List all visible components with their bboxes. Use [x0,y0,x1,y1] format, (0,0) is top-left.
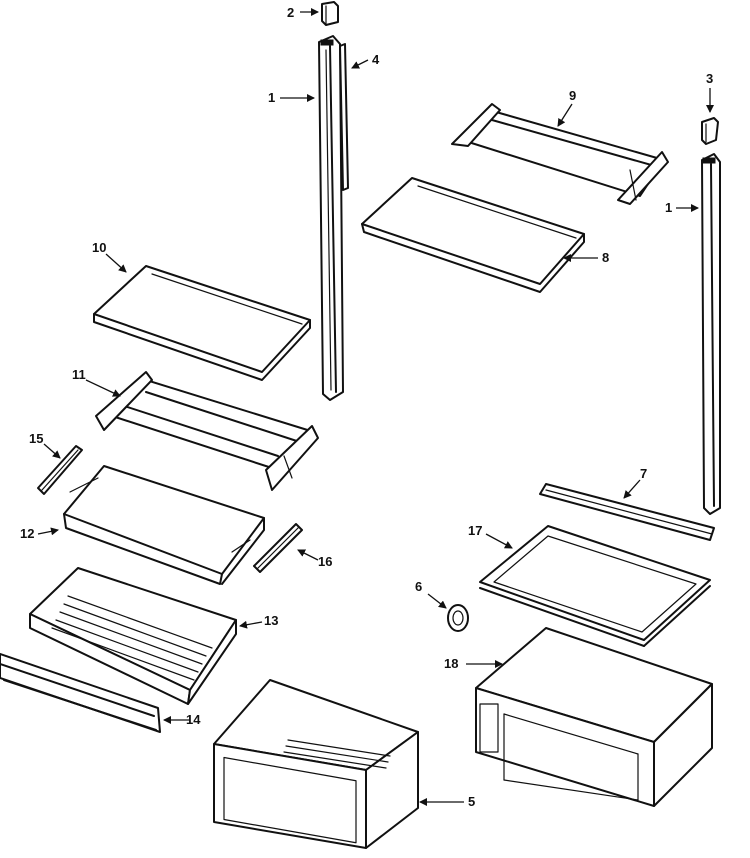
part-11-shelf-frame [86,372,318,490]
part-9-cantilever-shelf [452,104,668,204]
part-12-wire-shelf [38,466,264,584]
part-5-drawer [214,680,464,848]
callout-2: 2 [287,5,295,20]
part-1-left-vertical-rail [280,36,343,400]
part-2-rail-cap [300,2,338,25]
part-18-pantry-drawer [466,628,712,806]
callout-15: 15 [29,431,44,446]
callout-17: 17 [468,523,483,538]
callout-14: 14 [186,712,201,727]
callout-1-right: 1 [665,200,673,215]
part-14-crisper-cover [0,654,190,732]
part-4-trim-strip [340,44,368,190]
part-3-rail-cap [702,88,718,144]
callout-3: 3 [706,71,714,86]
callout-16: 16 [318,554,333,569]
callout-11: 11 [72,367,86,382]
part-10-glass-shelf [94,254,310,380]
callout-12: 12 [20,526,35,541]
part-8-glass-shelf [362,178,598,292]
part-7-trim-bar [540,480,714,540]
callout-7: 7 [640,466,648,481]
callout-18: 18 [444,656,459,671]
part-16-slide-rail [254,524,318,572]
callout-6: 6 [415,579,423,594]
part-1-right-vertical-rail [676,154,720,514]
part-17-glass-cover [480,526,710,646]
part-15-slide-rail [38,444,82,494]
callout-4: 4 [372,52,380,67]
part-13-crisper-tray [30,568,262,704]
callout-13: 13 [264,613,279,628]
callout-10: 10 [92,240,107,255]
callout-5: 5 [468,794,476,809]
callout-1-left: 1 [268,90,276,105]
callout-9: 9 [569,88,577,103]
callout-8: 8 [602,250,610,265]
part-6-control-knob [428,594,468,631]
